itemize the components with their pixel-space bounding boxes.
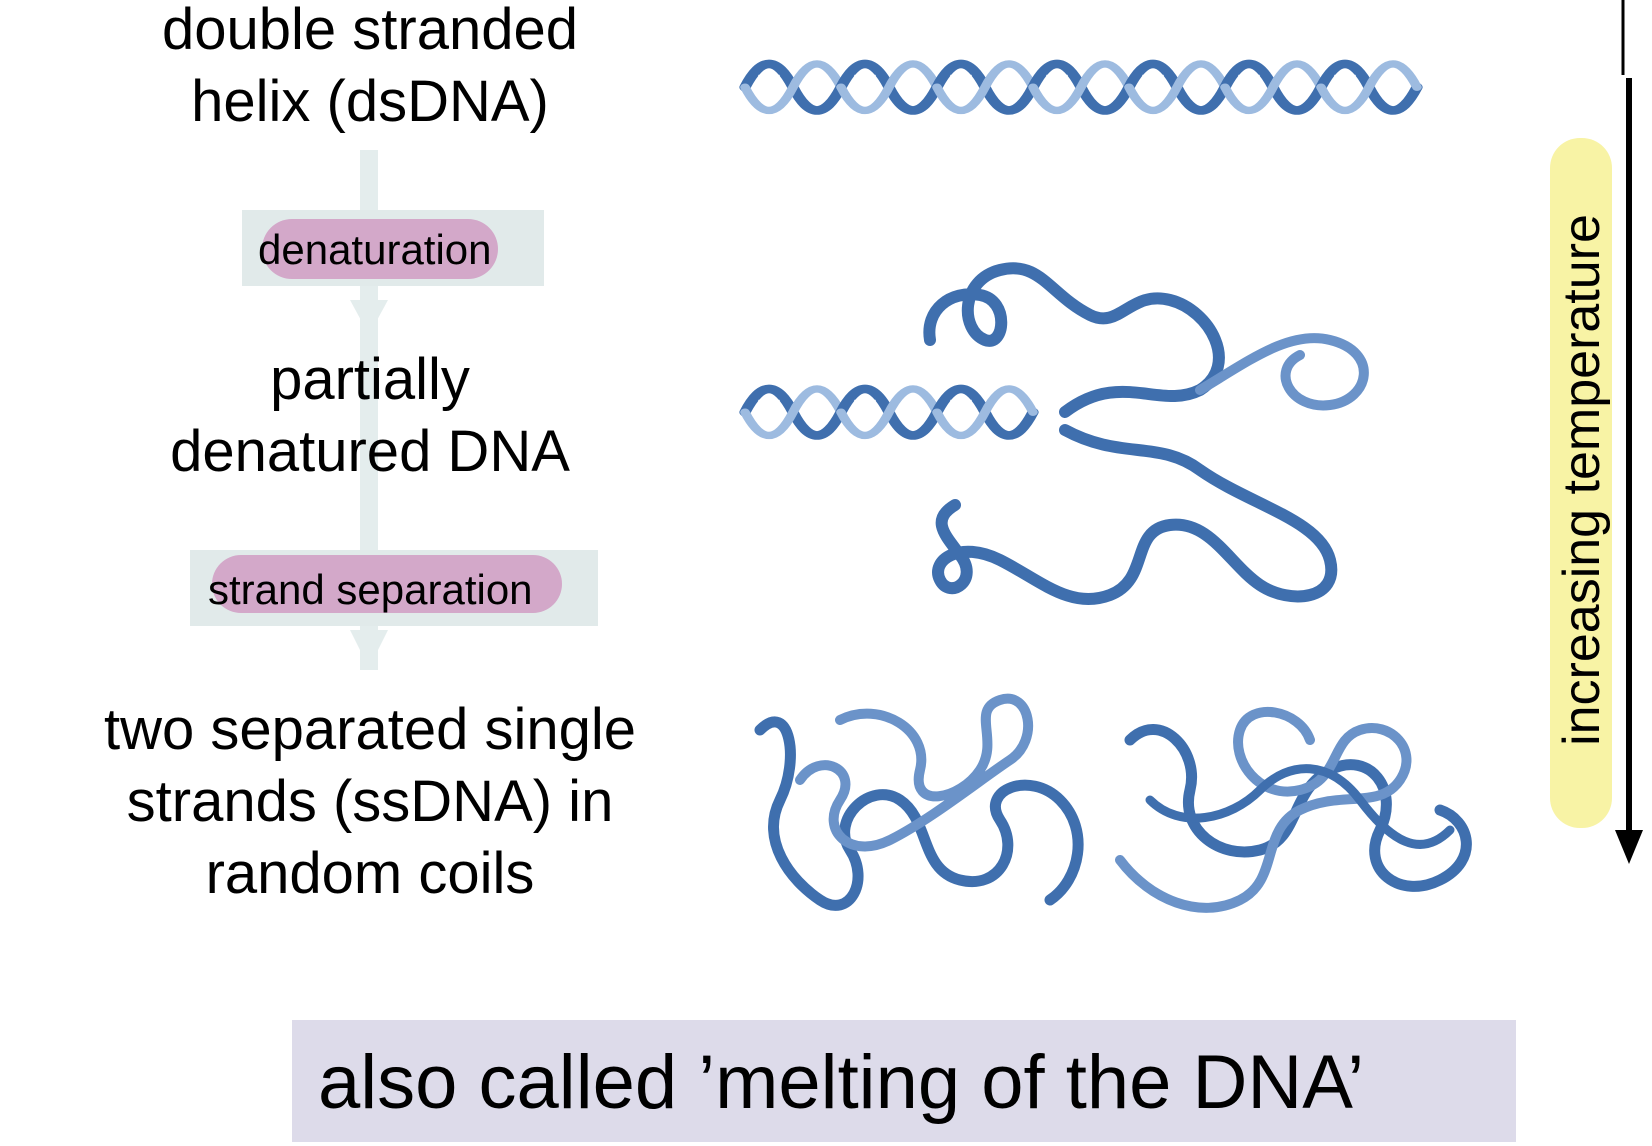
- temperature-highlight: [1550, 138, 1612, 828]
- stage-partial-line-1: partially: [270, 347, 470, 412]
- partial-dna: [745, 262, 1369, 606]
- stage-dsdna-label: double stranded helix (dsDNA): [120, 0, 620, 138]
- stage-dsdna-line-1: double stranded: [162, 0, 578, 62]
- ssdna-coil-left: [754, 693, 1084, 911]
- process-label-strand-separation: strand separation: [208, 566, 533, 613]
- highlight-strand-separation: [212, 555, 562, 613]
- highlight-denaturation: [262, 219, 498, 279]
- stage-dsdna-line-2: helix (dsDNA): [191, 69, 549, 134]
- stage-ssdna-label: two separated single strands (ssDNA) in …: [60, 694, 680, 910]
- footer-box: [292, 1020, 1516, 1142]
- process-label-denaturation: denaturation: [258, 226, 492, 273]
- stage-ssdna-line-2: strands (ssDNA) in: [126, 769, 614, 834]
- temperature-axis-label: increasing temperature: [1553, 214, 1611, 746]
- stage-ssdna-line-1: two separated single: [104, 697, 636, 762]
- stage-ssdna-line-3: random coils: [205, 841, 535, 906]
- stage-partial-label: partially denatured DNA: [110, 344, 630, 488]
- footer-text: also called ’melting of the DNA’: [318, 1040, 1365, 1125]
- ssdna-coil-right: [1115, 707, 1472, 913]
- stage-partial-line-2: denatured DNA: [170, 419, 570, 484]
